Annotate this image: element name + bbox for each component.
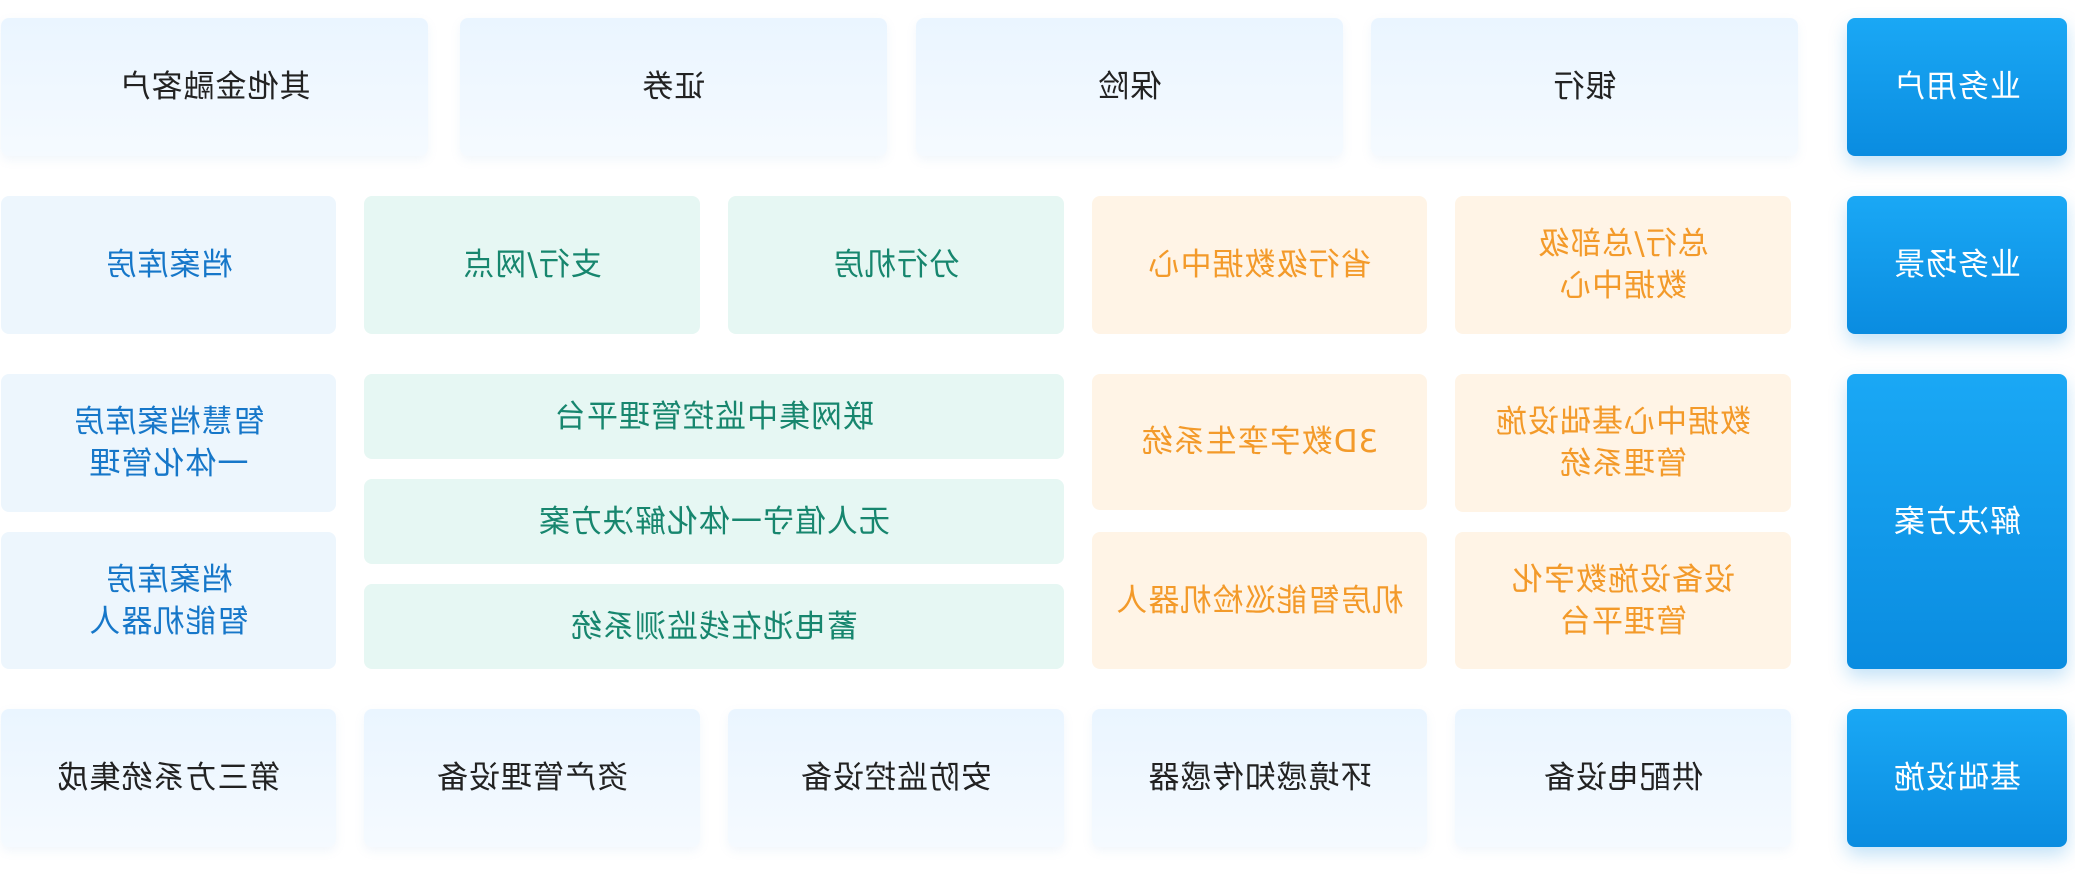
infra-security-monitoring: 安防监控设备 xyxy=(728,709,1064,847)
solution-archive-robot: 档案库房 智能机器人 xyxy=(1,532,336,669)
solution-device-digital-platform: 设备设施数字化 管理平台 xyxy=(1455,532,1791,669)
scenario-archive-warehouse: 档案库房 xyxy=(1,196,336,334)
infra-third-party-integration: 第三方系统集成 xyxy=(1,709,336,847)
user-bank: 银行 xyxy=(1371,18,1798,156)
scenario-sub-branch-outlet: 支行/网点 xyxy=(364,196,700,334)
scenario-branch-machine-room: 分行机房 xyxy=(728,196,1064,334)
solution-3d-digital-twin: 3D数字孪生系统 xyxy=(1092,374,1427,510)
infra-asset-management: 资产管理设备 xyxy=(364,709,700,847)
solutions-header: 解决方案 xyxy=(1847,374,2067,669)
scenario-hq-datacenter: 总行/总部级 数据中心 xyxy=(1455,196,1791,334)
infrastructure-header: 基础设施 xyxy=(1847,709,2067,847)
solution-smart-archive-management: 智慧档案库房 一体化管理 xyxy=(1,374,336,512)
infra-power-distribution: 供配电设备 xyxy=(1455,709,1791,847)
solution-inspection-robot: 机房智能巡检机器人 xyxy=(1092,532,1427,669)
scenario-provincial-datacenter: 省行级数据中心 xyxy=(1092,196,1427,334)
user-securities: 证券 xyxy=(460,18,887,156)
business-users-header: 业务用户 xyxy=(1847,18,2067,156)
user-other-financial: 其他金融客户 xyxy=(1,18,428,156)
user-insurance: 保险 xyxy=(916,18,1343,156)
infra-environment-sensors: 环境感知传感器 xyxy=(1092,709,1427,847)
business-scenarios-header: 业务场景 xyxy=(1847,196,2067,334)
solution-networked-monitoring-platform: 联网集中监控管理平台 xyxy=(364,374,1064,459)
solution-battery-monitoring: 蓄电池在线监测系统 xyxy=(364,584,1064,669)
solution-dcim: 数据中心基础设施 管理系统 xyxy=(1455,374,1791,512)
solution-unattended-integrated: 无人值守一体化解决方案 xyxy=(364,479,1064,564)
